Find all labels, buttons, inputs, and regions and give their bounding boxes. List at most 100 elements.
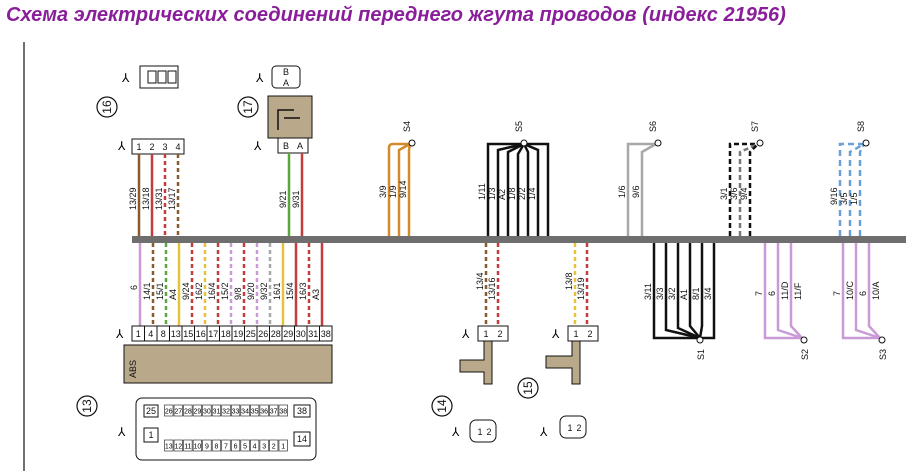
wire-label: 13/16	[487, 277, 497, 300]
abs-pin: 15	[183, 329, 193, 339]
wire-label: 1/9	[388, 185, 398, 198]
ecu-pin-number: 29	[193, 409, 201, 416]
component-16-marker	[96, 96, 118, 118]
abs-pin: 4	[148, 329, 153, 339]
component-17-id: 17	[241, 100, 255, 114]
abs-module-body	[123, 344, 333, 384]
wire-label: 3/3	[655, 287, 665, 300]
wire-label: 7	[754, 291, 764, 296]
wire-label: 15/2	[220, 282, 230, 300]
ecu-pin-cell	[240, 439, 250, 452]
connector-16-arrow-pins: ⅄	[117, 139, 126, 153]
wire-label: 13/31	[154, 187, 164, 210]
wire-label: 9/14	[398, 180, 408, 198]
svg-text:1: 1	[483, 329, 488, 339]
wire-label: 15/1	[155, 282, 165, 300]
ecu-pin-number: 34	[241, 409, 249, 416]
ecu-pin-cell	[269, 404, 279, 417]
ecu-pin-cell	[202, 404, 212, 417]
abs-pin: 29	[283, 329, 293, 339]
component-13-id: 13	[80, 399, 94, 413]
connector-17-arrow-pins: ⅄	[253, 139, 262, 153]
ecu-pin-number: 3	[262, 444, 266, 451]
splice-label: S6	[648, 121, 658, 132]
ecu-pin-cell	[192, 439, 202, 452]
ecu-pin-cell	[164, 439, 174, 452]
wire-label: 9/8	[233, 287, 243, 300]
abs-pin: 18	[221, 329, 231, 339]
abs-pin: 38	[321, 329, 331, 339]
harness-bus	[132, 236, 906, 243]
wire-label: 16/2	[194, 282, 204, 300]
pin-16-4: 4	[175, 142, 180, 152]
ecu-pin-number: 37	[270, 409, 278, 416]
splice-label: S1	[696, 349, 706, 360]
ecu-pin-number: 30	[203, 409, 211, 416]
connector-14-pins	[477, 325, 509, 342]
ecu-pin-cell	[211, 439, 222, 452]
splice-S8: S8 9/16 3/5 1/5	[829, 121, 870, 236]
splice-label: S2	[800, 349, 810, 360]
ecu-pin-cell	[192, 404, 202, 417]
ecu-pin-cell	[269, 439, 279, 452]
ecu-pin-cell	[230, 439, 241, 452]
wire-label: 9/6	[631, 185, 641, 198]
wire-label: 13/18	[141, 187, 151, 210]
ecu-pin-cell	[221, 439, 231, 452]
wire-label: 16/1	[272, 282, 282, 300]
wire-label: 1/3	[487, 187, 497, 200]
wire-label: 3/6	[729, 187, 739, 200]
splice-label: S5	[514, 121, 524, 132]
ecu-pin-number: 32	[222, 409, 230, 416]
wire-label: A2	[497, 189, 507, 200]
pin-16-1: 1	[136, 142, 141, 152]
splice-S3: S3 7 10/C 6 10/A	[832, 243, 888, 360]
ecu-pin-number: 12	[174, 444, 182, 451]
ecu-pin-number: 28	[184, 409, 192, 416]
splice-point	[800, 336, 808, 344]
wire-label: 6	[767, 291, 777, 296]
wire-label: A3	[311, 289, 321, 300]
ecu-pin-number: 36	[260, 409, 268, 416]
ecu-pin-cell	[240, 404, 250, 417]
ecu-pin-cell	[278, 439, 288, 452]
pin-17-A: A	[297, 141, 303, 151]
ecu-pin-cell	[202, 439, 212, 452]
wire-label: 13/8	[564, 272, 574, 290]
splice-point	[696, 336, 704, 344]
wire-label: 9/16	[829, 187, 839, 205]
wire-label: 3/9	[378, 185, 388, 198]
wire-label: 11/D	[780, 281, 790, 300]
wire-label: 13/19	[576, 277, 586, 300]
component-16-id: 16	[100, 100, 114, 114]
wire-label: 6	[858, 291, 868, 296]
wire-label: 9/31	[291, 190, 301, 208]
svg-text:2: 2	[587, 329, 592, 339]
svg-text:38: 38	[297, 406, 307, 416]
splice-point	[862, 139, 870, 147]
ecu-connector-housing	[135, 397, 317, 461]
ecu-pin-number: 33	[232, 409, 240, 416]
wire-label: 9/24	[181, 282, 191, 300]
abs-pin: 13	[171, 329, 181, 339]
ecu-pin-cell	[230, 404, 241, 417]
component-16: 16 ⅄ ⅄ 1 2 3 4 13/29 13/18 13/31 13/17	[96, 65, 185, 236]
abs-pin: 19	[233, 329, 243, 339]
splice-label: S8	[856, 121, 866, 132]
diagram-title: Схема электрических соединений переднего…	[6, 4, 786, 26]
pin-16-3: 3	[162, 142, 167, 152]
ecu-pin-cell	[278, 404, 288, 417]
wire-label: 15/4	[285, 282, 295, 300]
abs-pin: 31	[308, 329, 318, 339]
svg-text:1: 1	[477, 427, 482, 437]
wire-label: 9/21	[278, 190, 288, 208]
connector-14-view	[469, 419, 497, 443]
connector-16-view	[139, 65, 179, 89]
wire-label: 9/20	[246, 282, 256, 300]
wire-label: 16/4	[207, 282, 217, 300]
ecu-pin-number: 26	[165, 409, 173, 416]
ecu-pin-number: 8	[215, 444, 219, 451]
ecu-pin-cell	[183, 404, 193, 417]
svg-text:1: 1	[148, 430, 153, 440]
